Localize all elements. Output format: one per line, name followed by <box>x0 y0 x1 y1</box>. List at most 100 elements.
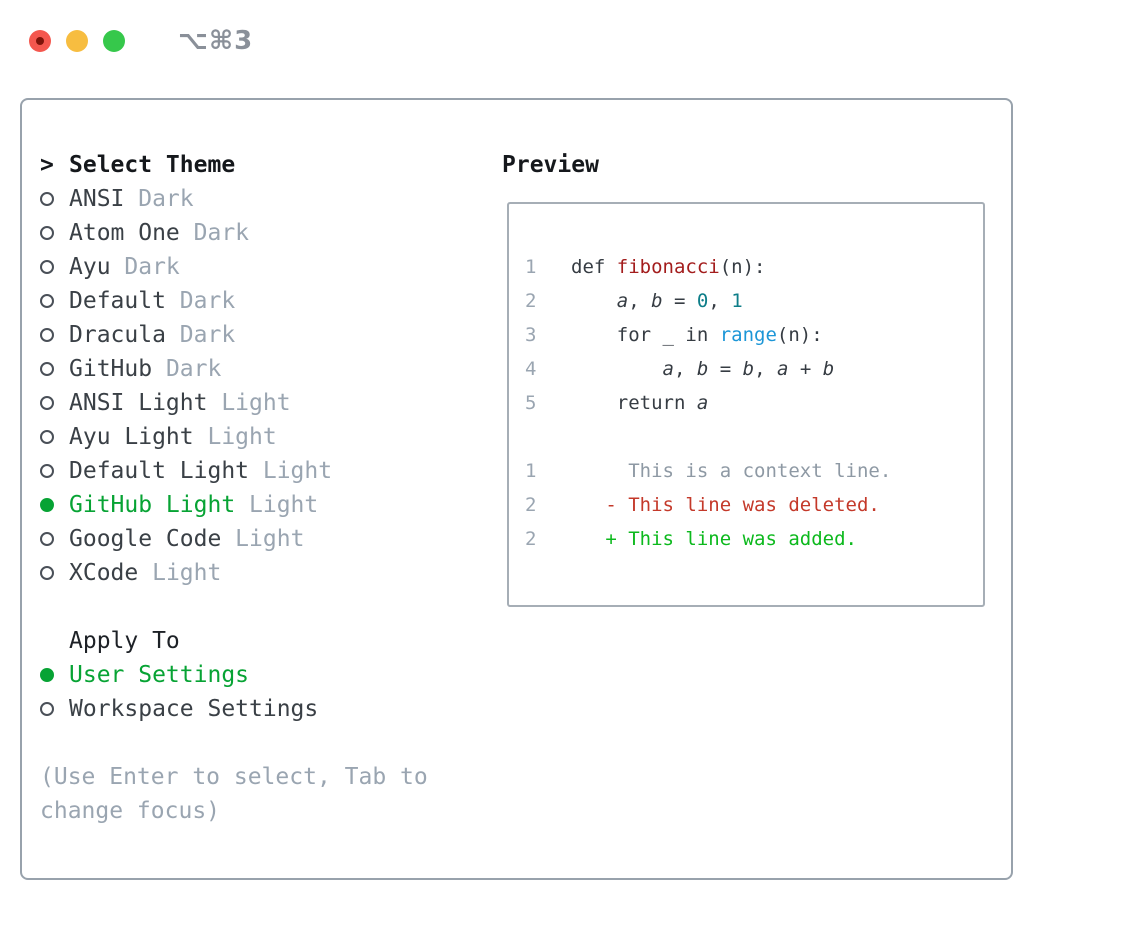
theme-option[interactable]: XCode Light <box>40 556 428 590</box>
theme-name: Default Light <box>69 458 250 484</box>
marker-cell <box>40 702 69 716</box>
keyboard-hint-line-1: (Use Enter to select, Tab to <box>40 764 428 790</box>
theme-name: Default <box>69 288 166 314</box>
code-token <box>571 358 663 380</box>
marker-cell <box>40 396 69 410</box>
code-line: 2 + This line was added. <box>525 522 983 556</box>
code-token: return <box>571 392 697 414</box>
radio-icon <box>40 532 54 546</box>
theme-option[interactable]: Ayu Dark <box>40 250 428 284</box>
radio-selected-icon <box>40 668 54 682</box>
code-token: = <box>662 290 697 312</box>
line-number: 2 <box>525 528 537 550</box>
radio-icon <box>40 192 54 206</box>
theme-name: XCode <box>69 560 139 586</box>
theme-option[interactable]: Default Dark <box>40 284 428 318</box>
apply-to-option[interactable]: Workspace Settings <box>40 692 428 726</box>
close-button[interactable] <box>29 30 51 52</box>
theme-variant-tag: Dark <box>165 322 236 348</box>
code-line: 4 a, b = b, a + b <box>525 352 983 386</box>
theme-option[interactable]: Google Code Light <box>40 522 428 556</box>
code-line: 1 def fibonacci(n): <box>525 250 983 284</box>
edited-indicator-dot <box>36 37 44 45</box>
code-token: - This line was deleted. <box>571 494 880 516</box>
code-token: a <box>616 290 629 312</box>
radio-icon <box>40 566 54 580</box>
apply-to-option[interactable]: User Settings <box>40 658 428 692</box>
radio-icon <box>40 464 54 478</box>
apply-to-label: Workspace Settings <box>69 696 319 722</box>
code-token: 1 <box>731 290 743 312</box>
code-token: , <box>754 358 777 380</box>
select-theme-header-row: > Select Theme <box>40 148 428 182</box>
line-number: 4 <box>525 358 537 380</box>
marker-cell <box>40 532 69 546</box>
code-token: (n): <box>719 256 766 278</box>
theme-variant-tag: Light <box>207 390 291 416</box>
radio-icon <box>40 260 54 274</box>
radio-icon <box>40 362 54 376</box>
radio-selected-icon <box>40 498 54 512</box>
cursor-icon: > <box>40 152 54 178</box>
code-token: , <box>628 290 652 312</box>
theme-option[interactable]: GitHub Dark <box>40 352 428 386</box>
marker-cell <box>40 260 69 274</box>
code-token: This is a context line. <box>571 460 892 482</box>
code-token: + This line was added. <box>571 528 857 550</box>
code-token: for _ in <box>571 324 720 346</box>
theme-variant-tag: Dark <box>124 186 194 212</box>
code-token: = <box>708 358 743 380</box>
code-line: 3 for _ in range(n): <box>525 318 983 352</box>
radio-icon <box>40 226 54 240</box>
theme-option[interactable]: GitHub Light Light <box>40 488 428 522</box>
theme-option[interactable]: Ayu Light Light <box>40 420 428 454</box>
code-line: 5 return a <box>525 386 983 420</box>
theme-option[interactable]: Atom One Dark <box>40 216 428 250</box>
theme-option[interactable]: Dracula Dark <box>40 318 428 352</box>
theme-name: Ayu <box>69 254 111 280</box>
spacer <box>40 726 428 760</box>
theme-variant-tag: Dark <box>110 254 180 280</box>
code-token: (n): <box>776 324 823 346</box>
marker-cell <box>40 668 69 682</box>
code-token: fibonacci <box>616 256 720 278</box>
code-token: b <box>822 358 835 380</box>
theme-name: Ayu Light <box>69 424 194 450</box>
code-token: , <box>708 290 732 312</box>
code-token: + <box>788 358 823 380</box>
theme-name: Atom One <box>69 220 180 246</box>
apply-to-label: User Settings <box>69 662 250 688</box>
zoom-button[interactable] <box>103 30 125 52</box>
line-number: 2 <box>525 494 537 516</box>
theme-name: ANSI <box>69 186 125 212</box>
preview-title: Preview <box>502 152 599 178</box>
code-token: range <box>719 324 777 346</box>
radio-icon <box>40 294 54 308</box>
code-token: b <box>742 358 755 380</box>
code-token: b <box>696 358 709 380</box>
minimize-button[interactable] <box>66 30 88 52</box>
theme-option[interactable]: ANSI Light Light <box>40 386 428 420</box>
window-titlebar: ⌥⌘3 <box>29 26 253 56</box>
marker-cell <box>40 362 69 376</box>
theme-option[interactable]: ANSI Dark <box>40 182 428 216</box>
code-token: a <box>776 358 789 380</box>
line-number: 1 <box>525 256 537 278</box>
theme-option[interactable]: Default Light Light <box>40 454 428 488</box>
section-title-select-theme: Select Theme <box>69 152 236 178</box>
line-number: 5 <box>525 392 537 414</box>
spacer <box>40 590 428 624</box>
marker-cell <box>40 294 69 308</box>
marker-cell <box>40 498 69 512</box>
code-token: a <box>662 358 674 380</box>
theme-name: GitHub Light <box>69 492 236 518</box>
marker-cell <box>40 430 69 444</box>
code-token: def <box>571 256 617 278</box>
keyboard-hint-line-2: change focus) <box>40 798 221 824</box>
line-number: 1 <box>525 460 537 482</box>
theme-name: GitHub <box>69 356 153 382</box>
theme-variant-tag: Light <box>193 424 277 450</box>
marker-cell <box>40 226 69 240</box>
